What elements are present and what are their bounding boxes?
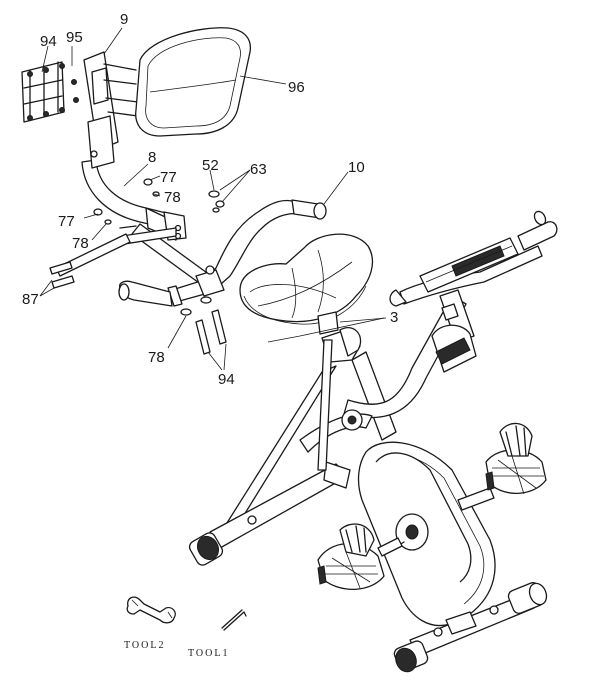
label-8: 8 [148, 149, 156, 166]
leader-lines [39, 27, 387, 371]
handlebar-post [431, 289, 477, 373]
front-handlebar [389, 210, 558, 307]
backrest-bracket [21, 61, 79, 123]
label-87: 87 [22, 291, 39, 308]
flywheel-housing [357, 441, 496, 627]
label-78-left: 78 [72, 235, 89, 252]
part-labels: 94 95 9 96 8 77 78 52 63 10 77 78 87 3 7… [22, 11, 398, 388]
pedal-right [485, 422, 547, 495]
label-94-bottom: 94 [218, 371, 235, 388]
label-9: 9 [120, 11, 128, 28]
rear-stabilizer [393, 582, 548, 673]
label-94-top: 94 [40, 33, 57, 50]
hardware-bolts [49, 178, 227, 355]
tool1-hex-key [221, 609, 247, 631]
pedal-left [317, 523, 385, 591]
backrest-post [83, 51, 139, 169]
label-52: 52 [202, 157, 219, 174]
label-77-left: 77 [58, 213, 75, 230]
seat-back-rail [55, 159, 215, 289]
front-end-cap [196, 535, 220, 561]
label-tool2: TOOL2 [124, 640, 165, 651]
bike-frame [188, 295, 467, 566]
label-96: 96 [288, 79, 305, 96]
tool2-wrench [126, 596, 176, 624]
armrest-handlebar [118, 199, 327, 307]
label-3: 3 [390, 309, 398, 326]
label-78-upper: 78 [164, 189, 181, 206]
label-tool1: TOOL1 [188, 648, 229, 659]
label-95: 95 [66, 29, 83, 46]
backrest-pad [135, 27, 252, 137]
label-10: 10 [348, 159, 365, 176]
label-77-upper: 77 [160, 169, 177, 186]
seat [239, 233, 373, 335]
label-78-bottom: 78 [148, 349, 165, 366]
label-63: 63 [250, 161, 267, 178]
